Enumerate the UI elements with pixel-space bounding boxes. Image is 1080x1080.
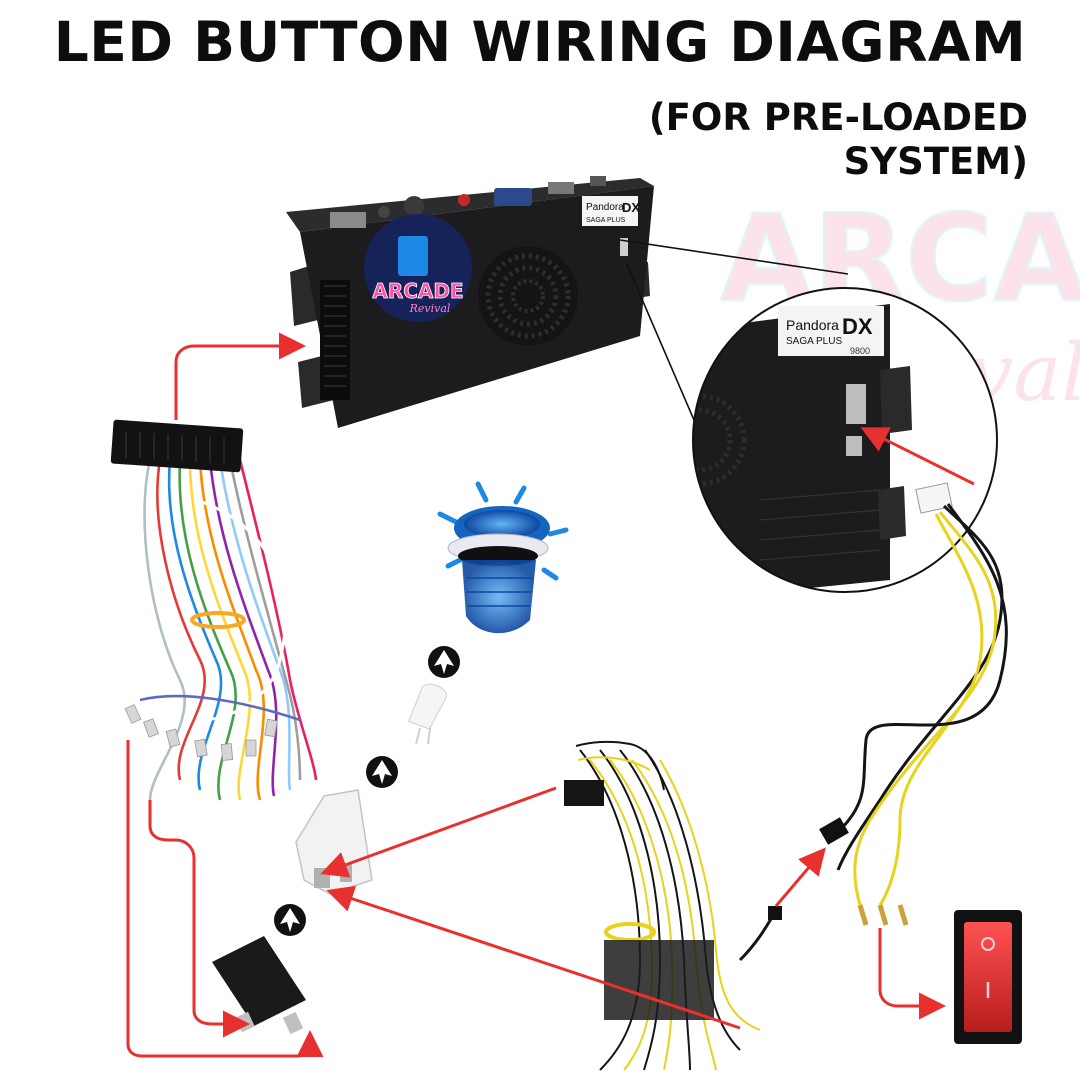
usb-port <box>330 212 366 228</box>
rca-port <box>458 194 470 206</box>
zoom-fan-grille <box>693 393 747 487</box>
harness-spade-terminals-left <box>124 704 278 761</box>
jamma-wire-harness <box>110 419 318 801</box>
sticker-logo-script: Revival <box>409 302 451 315</box>
led-bulb-holder <box>295 789 373 895</box>
arrow-harness-to-microswitch-b <box>126 740 324 1058</box>
led-arcade-button <box>437 481 569 634</box>
led-button-housing <box>462 560 536 634</box>
zoom-mount-tab-lower <box>878 486 906 540</box>
audio-jack <box>378 206 390 218</box>
zoom-circle-border <box>692 287 998 593</box>
arrow-harness-to-microswitch-a <box>148 800 250 1038</box>
jamma-pins <box>324 285 346 387</box>
zoom-led-port-lower <box>846 436 862 456</box>
subtitle-line-2: SYSTEM) <box>843 140 1028 183</box>
console-led-port <box>620 238 628 256</box>
connection-arrows <box>126 332 975 1058</box>
led-wire-bundle <box>564 740 782 1071</box>
jamma-connector-pins <box>125 432 225 464</box>
switch-off-symbol <box>981 937 995 951</box>
bundle-inline-connector <box>768 906 782 920</box>
console-badge-text: DX <box>622 200 640 215</box>
up-arrow-icon <box>372 760 392 784</box>
sticker-logo-text: ARCADE <box>372 279 463 303</box>
jamma-edge-connector <box>320 280 350 400</box>
arrow-bundle-to-holder-lower <box>326 885 741 1030</box>
zoom-model-line-text: SAGA PLUS <box>786 336 842 347</box>
assembly-step-arrow-2 <box>366 756 398 788</box>
rocker-switch-paddle <box>964 922 1012 1032</box>
up-arrow-icon <box>434 650 454 674</box>
arrow-harness-to-switch <box>878 928 946 1020</box>
rocker-power-switch <box>954 910 1022 1044</box>
bundle-connector-cluster <box>604 940 714 1020</box>
led-bulb <box>407 683 447 745</box>
vga-port <box>494 188 532 206</box>
zoom-console-side <box>693 304 890 592</box>
arrow-harness-to-led-port <box>860 427 975 486</box>
zoom-model-number-text: 9800 <box>850 346 870 356</box>
fan-grille <box>478 246 578 346</box>
led-glow-rays <box>437 481 569 581</box>
arcade-cabinet-icon <box>398 236 428 276</box>
power-port <box>404 196 424 216</box>
console-brand-text: Pandora <box>586 202 624 213</box>
bundle-wire-tie <box>604 922 656 942</box>
zoom-detail-view: Pandora DX SAGA PLUS 9800 <box>692 287 998 593</box>
assembly-step-arrow-1 <box>428 646 460 678</box>
aux-port <box>590 176 606 186</box>
zoom-brand-text: Pandora <box>786 317 839 333</box>
subtitle-line-1: (FOR PRE-LOADED <box>648 96 1028 139</box>
zoom-model-label <box>778 306 884 356</box>
arrow-bundle-to-holder-upper <box>320 786 557 878</box>
harness-wire-black <box>836 504 1004 871</box>
assembly-step-arrow-3 <box>274 904 306 936</box>
zoom-side-ridges <box>759 489 881 561</box>
arrow-bundle-to-harness <box>774 847 826 907</box>
zoom-mount-tab <box>880 366 912 434</box>
harness-spade-terminals <box>857 904 909 926</box>
zoom-callout-line-bottom <box>625 261 701 435</box>
microswitch <box>212 936 306 1035</box>
diagram-title: LED BUTTON WIRING DIAGRAM <box>53 10 1027 74</box>
zoom-badge-text: DX <box>842 314 873 339</box>
led-harness-plug <box>915 482 953 514</box>
bundle-connector-pack <box>564 780 604 806</box>
pandora-console: Pandora DX SAGA PLUS ARCADE Revival <box>286 176 654 428</box>
jamma-harness-connector <box>110 419 244 473</box>
hdmi-port <box>548 182 574 194</box>
diagram-subtitle: (FOR PRE-LOADED SYSTEM) <box>649 96 1028 184</box>
zoom-led-port-upper <box>846 384 866 424</box>
led-harness <box>819 482 1008 926</box>
harness-inline-connector <box>819 817 849 845</box>
harness-wire-tie <box>190 611 246 629</box>
arrow-harness-to-console <box>174 332 306 420</box>
up-arrow-icon <box>280 908 300 932</box>
zoom-callout-line-top <box>619 239 849 275</box>
console-model-label <box>582 196 638 226</box>
console-model-line-text: SAGA PLUS <box>586 217 626 224</box>
